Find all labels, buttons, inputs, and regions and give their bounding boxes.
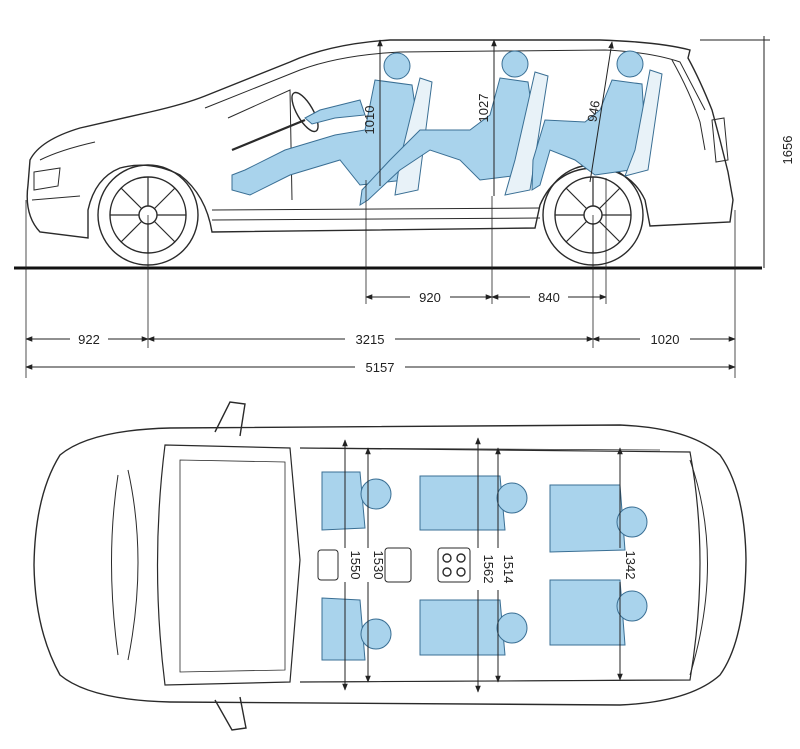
occupants-top (321, 471, 648, 661)
rear-overhang-label: 1020 (651, 332, 680, 347)
car-body-outline-side (26, 39, 734, 239)
top-view (33, 401, 747, 731)
width-row1-inner-label: 1530 (371, 551, 386, 580)
front-overhang-label: 922 (78, 332, 100, 347)
headroom-dimensions (377, 39, 614, 196)
width-row2-outer-label: 1562 (481, 555, 496, 584)
seat-spacing-1-2-label: 920 (419, 290, 441, 305)
extension-lines (25, 178, 736, 378)
occupants-side (231, 50, 663, 206)
occupant-row1-right-top (321, 597, 392, 661)
occupant-row3-side (531, 50, 646, 191)
occupant-row2-left-top (419, 475, 528, 531)
wheelbase-label: 3215 (356, 332, 385, 347)
width-row3-label: 1342 (623, 551, 638, 580)
width-row1-outer-label: 1550 (348, 551, 363, 580)
headroom-row2-label: 1027 (476, 94, 491, 123)
occupant-row3-right-top (549, 579, 648, 646)
overall-height-label: 1656 (780, 136, 795, 165)
occupant-row3-left-top (549, 484, 648, 553)
occupant-row2-right-top (419, 599, 528, 656)
horizontal-dimension-lines (25, 294, 736, 370)
width-row2-inner-label: 1514 (501, 555, 516, 584)
occupant-row1-left-top (321, 471, 392, 531)
car-body-outline-top (33, 424, 747, 706)
width-dimensions (342, 437, 623, 693)
overall-length-label: 5157 (366, 360, 395, 375)
seat-spacing-2-3-label: 840 (538, 290, 560, 305)
overall-height-dimension (700, 36, 770, 268)
headroom-row1-label: 1010 (362, 106, 377, 135)
headroom-row3-label: 946 (584, 99, 603, 123)
